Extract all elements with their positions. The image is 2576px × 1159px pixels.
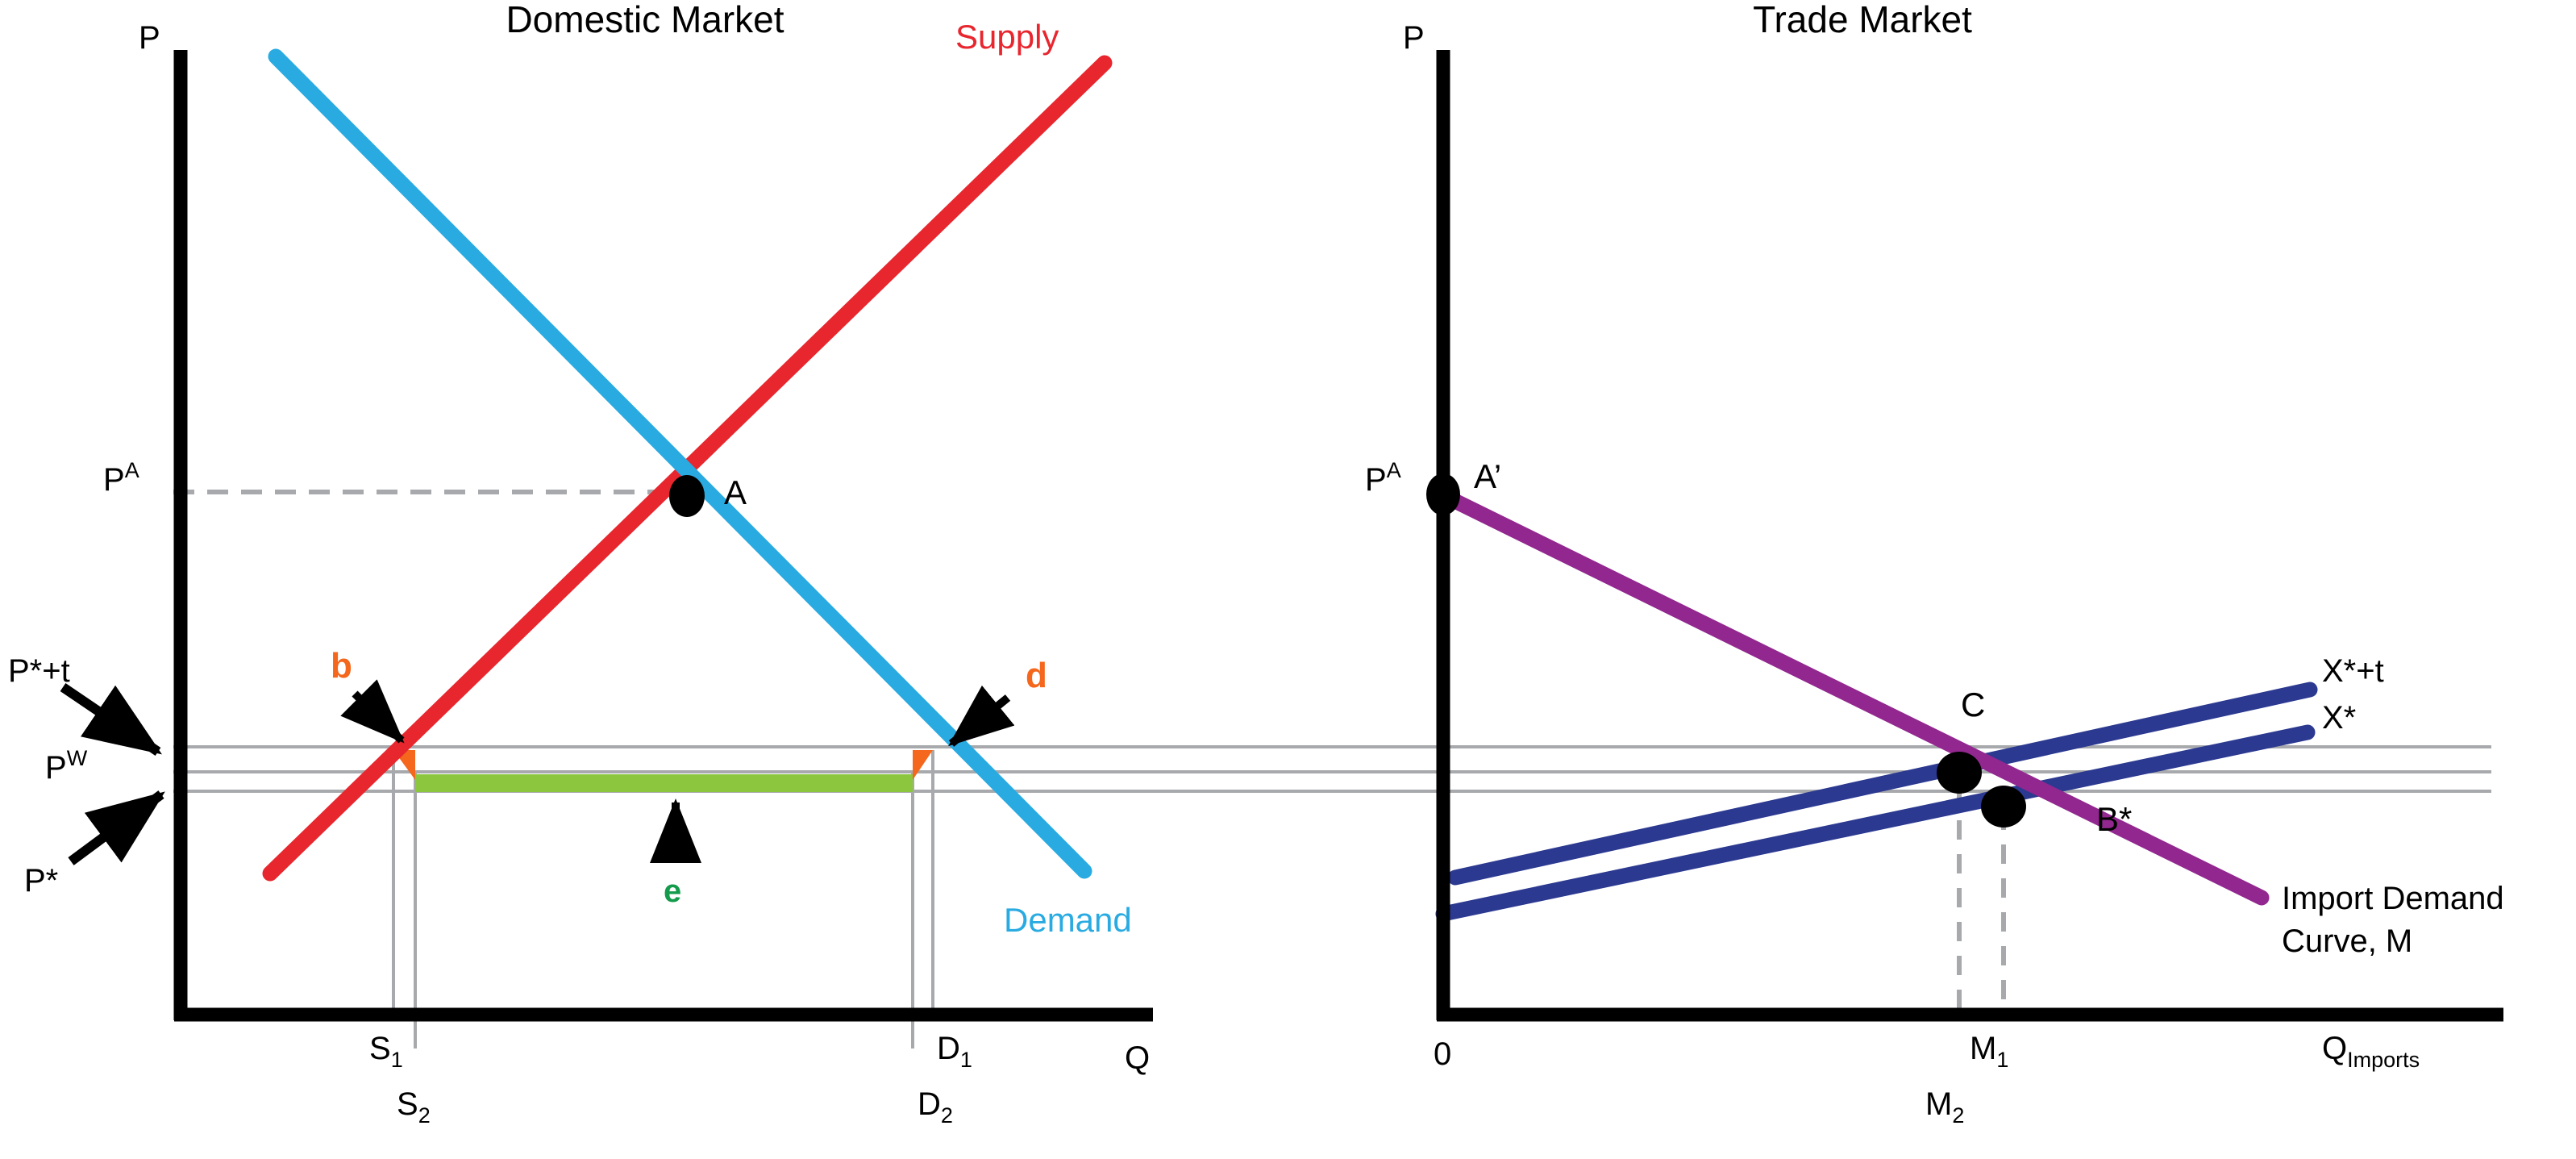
panel-trade-market: Trade Market P 0 QImports PA A’ C B* X*+…	[1365, 0, 2504, 1128]
price-label-p-star: P*	[24, 863, 58, 898]
arrow-p-star-plus-t	[60, 683, 162, 756]
panel-domestic-market: Domestic Market P Q PA P*+t PW P* Supply…	[8, 0, 1153, 1128]
arrow-area-b	[340, 679, 405, 744]
import-demand-label-line2: Curve, M	[2282, 923, 2412, 959]
xtick-label-m2: M2	[1925, 1086, 1964, 1128]
origin-label-trade: 0	[1434, 1036, 1451, 1072]
arrow-p-star	[68, 790, 165, 865]
price-label-p-star-plus-t: P*+t	[8, 653, 70, 689]
point-b-star-marker	[1981, 786, 2026, 828]
point-c-label: C	[1961, 686, 1985, 723]
import-demand-label-line1: Import Demand	[2282, 881, 2504, 916]
trade-title: Trade Market	[1753, 0, 1972, 40]
domestic-title: Domestic Market	[506, 0, 784, 40]
area-d-label: d	[1026, 656, 1047, 695]
y-axis-label-trade: P	[1403, 20, 1425, 56]
point-a-prime-label: A’	[1474, 457, 1501, 495]
price-label-pa-trade: PA	[1365, 458, 1401, 498]
point-a-marker	[669, 475, 705, 517]
point-a-prime-marker	[1426, 473, 1460, 515]
point-b-star-label: B*	[2096, 800, 2132, 838]
xtick-label-d2: D2	[918, 1086, 953, 1128]
point-c-marker	[1937, 752, 1982, 794]
xtick-label-m1: M1	[1970, 1031, 2008, 1072]
area-b-label: b	[331, 646, 352, 686]
export-supply-curve	[1435, 724, 2316, 922]
area-e-tariff-revenue	[415, 774, 913, 792]
xtick-label-s2: S2	[397, 1086, 431, 1128]
export-supply-tariff-curve	[1447, 682, 2318, 886]
point-a-label: A	[724, 473, 747, 511]
demand-curve-label: Demand	[1004, 901, 1132, 939]
y-axis-label-domestic: P	[139, 20, 160, 56]
x-axis-label-trade: QImports	[2322, 1031, 2420, 1072]
x-axis-label-domestic: Q	[1125, 1040, 1150, 1076]
quantity-guide-lines	[392, 750, 934, 1049]
supply-curve-label: Supply	[955, 18, 1059, 56]
arrow-area-d	[948, 685, 1015, 747]
area-e-label: e	[664, 873, 681, 909]
import-demand-curve	[1432, 486, 2270, 906]
xtick-label-s1: S1	[369, 1031, 403, 1072]
price-label-pa: PA	[103, 458, 139, 498]
area-d-deadweight	[913, 750, 933, 780]
price-label-pw: PW	[45, 746, 88, 786]
export-supply-tariff-label: X*+t	[2322, 653, 2384, 689]
export-supply-label: X*	[2322, 700, 2356, 736]
xtick-label-d1: D1	[937, 1031, 972, 1072]
